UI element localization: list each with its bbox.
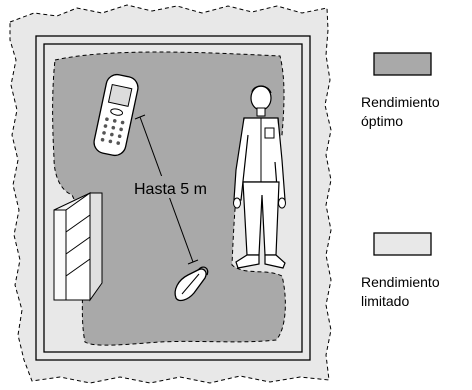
distance-label: Hasta 5 m (134, 181, 207, 198)
bookshelf-icon (54, 193, 102, 300)
legend-limited-line2: limitado (361, 292, 440, 311)
legend-optimal-line1: Rendimiento (361, 93, 440, 112)
legend-optimal-line2: óptimo (361, 112, 440, 131)
legend-optimal-label: Rendimiento óptimo (361, 93, 440, 131)
legend-limited-line1: Rendimiento (361, 273, 440, 292)
legend-limited-label: Rendimiento limitado (361, 273, 440, 311)
legend-limited-swatch (374, 233, 431, 255)
legend-optimal-swatch (374, 53, 431, 75)
